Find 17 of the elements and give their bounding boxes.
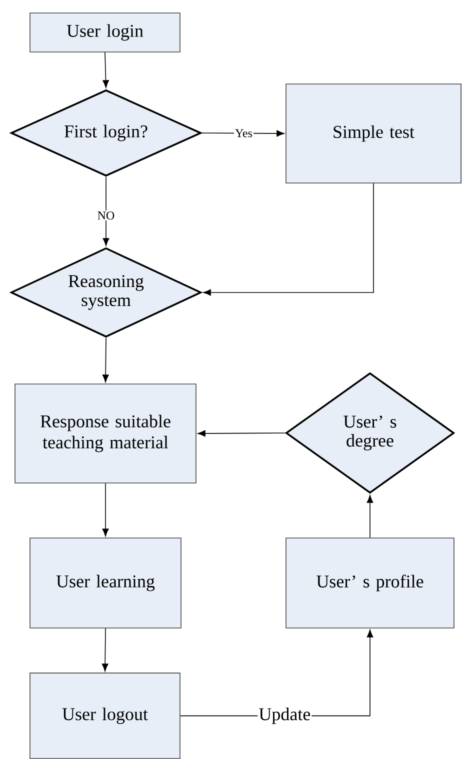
arrow bbox=[202, 130, 284, 137]
arrow bbox=[366, 495, 374, 538]
process-box: User learning bbox=[30, 538, 182, 628]
edge-label: Yes bbox=[234, 128, 254, 138]
arrow bbox=[102, 52, 109, 88]
process-box: Response suitable teaching material bbox=[14, 384, 196, 484]
arrow bbox=[102, 628, 108, 672]
edge-label: Update bbox=[258, 706, 312, 725]
process-box: User login bbox=[30, 12, 180, 52]
arrow bbox=[203, 183, 374, 296]
arrow bbox=[198, 430, 286, 437]
arrow bbox=[102, 176, 110, 246]
process-box: Simple test bbox=[286, 84, 462, 184]
arrow bbox=[102, 338, 109, 382]
process-box: User logout bbox=[30, 672, 180, 759]
process-box: User’ s profile bbox=[286, 538, 454, 628]
arrow bbox=[102, 483, 109, 536]
